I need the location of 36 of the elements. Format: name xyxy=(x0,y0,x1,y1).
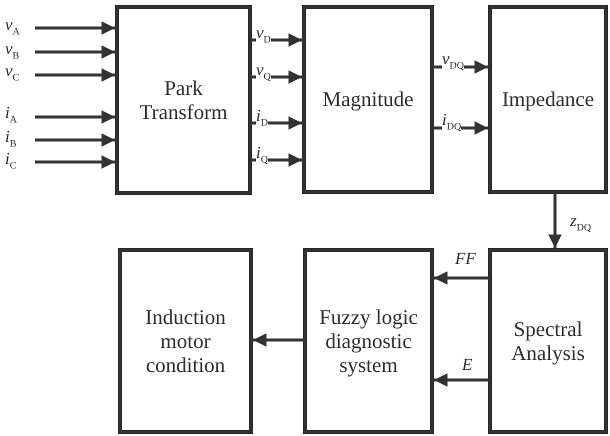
box-label: Fuzzy logic diagnostic system xyxy=(318,304,419,378)
arrow xyxy=(434,271,488,285)
edge-label: FF xyxy=(455,250,476,267)
arrow xyxy=(35,21,115,35)
box-label: Induction motor condition xyxy=(144,304,227,378)
edge-label: i$_{DQ}$ xyxy=(442,111,462,132)
process-box xyxy=(488,248,608,434)
process-box xyxy=(118,248,253,434)
box-label: Park Transform xyxy=(138,76,228,124)
arrow xyxy=(252,153,302,167)
arrow xyxy=(35,68,115,82)
arrow xyxy=(35,133,115,147)
edge-label: E xyxy=(462,356,472,373)
arrow xyxy=(35,45,115,59)
arrow xyxy=(434,373,488,387)
box-label: Magnitude xyxy=(322,87,414,112)
arrow xyxy=(252,33,302,47)
arrow xyxy=(253,333,303,347)
arrow xyxy=(35,110,115,124)
edge-label: i$_{A}$ xyxy=(5,104,17,126)
box-label: Spectral Analysis xyxy=(510,316,586,366)
arrow xyxy=(434,121,488,135)
edge-label: i$_{B}$ xyxy=(5,128,16,150)
arrow xyxy=(35,155,115,169)
arrow xyxy=(548,194,562,248)
edge-label: i$_{D}$ xyxy=(256,107,268,128)
box-label: Impedance xyxy=(502,87,594,112)
process-box xyxy=(488,5,608,194)
process-box xyxy=(303,248,434,434)
arrow xyxy=(252,70,302,84)
arrow xyxy=(434,60,488,74)
process-box xyxy=(302,5,434,194)
process-box xyxy=(115,5,252,195)
arrow xyxy=(252,116,302,130)
edge-label: i$_{C}$ xyxy=(5,150,16,172)
edge-label: i$_{Q}$ xyxy=(256,144,268,166)
